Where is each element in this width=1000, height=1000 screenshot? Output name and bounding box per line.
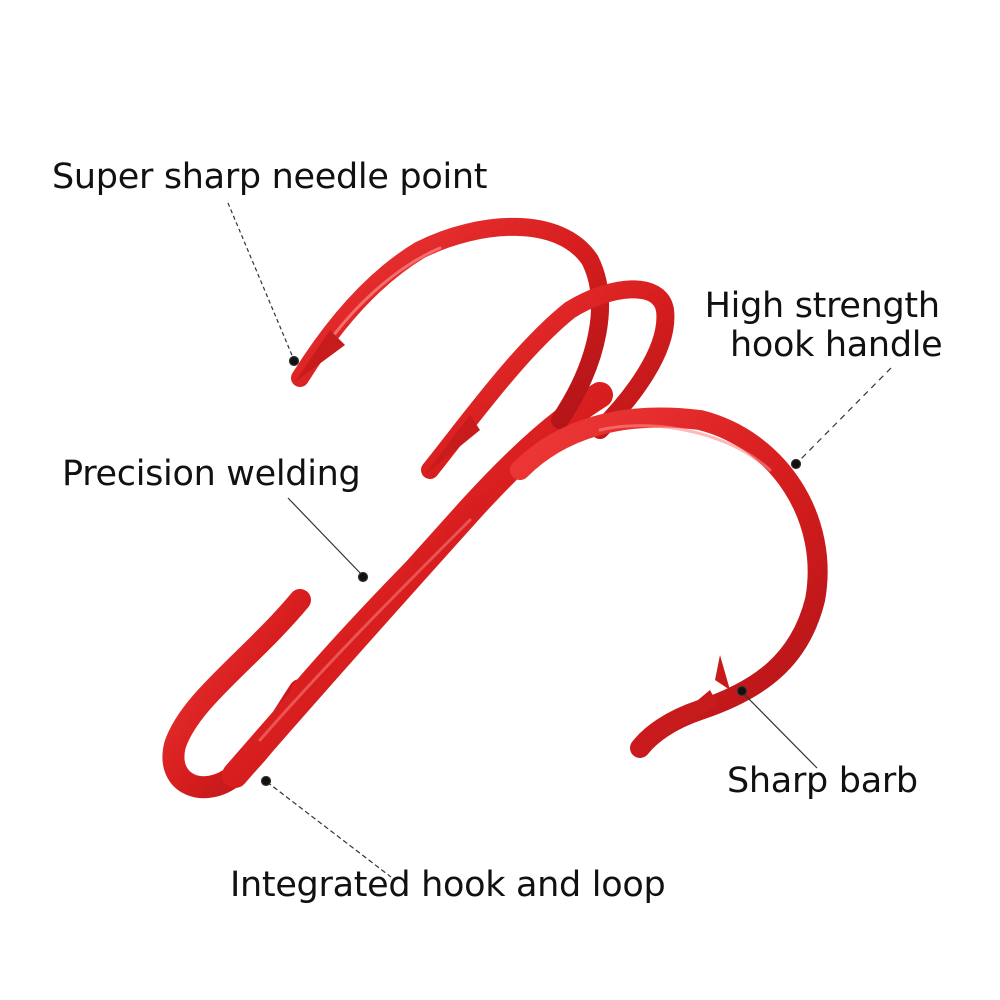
- leader-barb: [742, 692, 818, 769]
- callout-sharp-barb: Sharp barb: [727, 761, 918, 801]
- leader-needle-point: [227, 202, 295, 361]
- callout-integrated-loop: Integrated hook and loop: [230, 865, 666, 905]
- barb-right: [638, 690, 718, 750]
- callout-hook-handle: High strength hook handle: [702, 286, 943, 366]
- barb-middle: [425, 415, 480, 475]
- barb-left: [295, 330, 345, 382]
- callout-precision-welding: Precision welding: [62, 454, 361, 494]
- hook-prong-left: [291, 217, 609, 429]
- leader-hook-handle: [796, 367, 892, 464]
- callout-hook-handle-line2: hook handle: [730, 325, 943, 366]
- hook-prong-right: [510, 407, 828, 758]
- leader-lines: [227, 202, 892, 878]
- leader-loop: [266, 781, 392, 878]
- hook-body: [162, 217, 828, 799]
- leader-welding: [287, 497, 364, 577]
- hook-prong-middle: [421, 280, 675, 479]
- callout-needle-point: Super sharp needle point: [52, 157, 488, 197]
- callout-hook-handle-line1: High strength: [704, 286, 940, 326]
